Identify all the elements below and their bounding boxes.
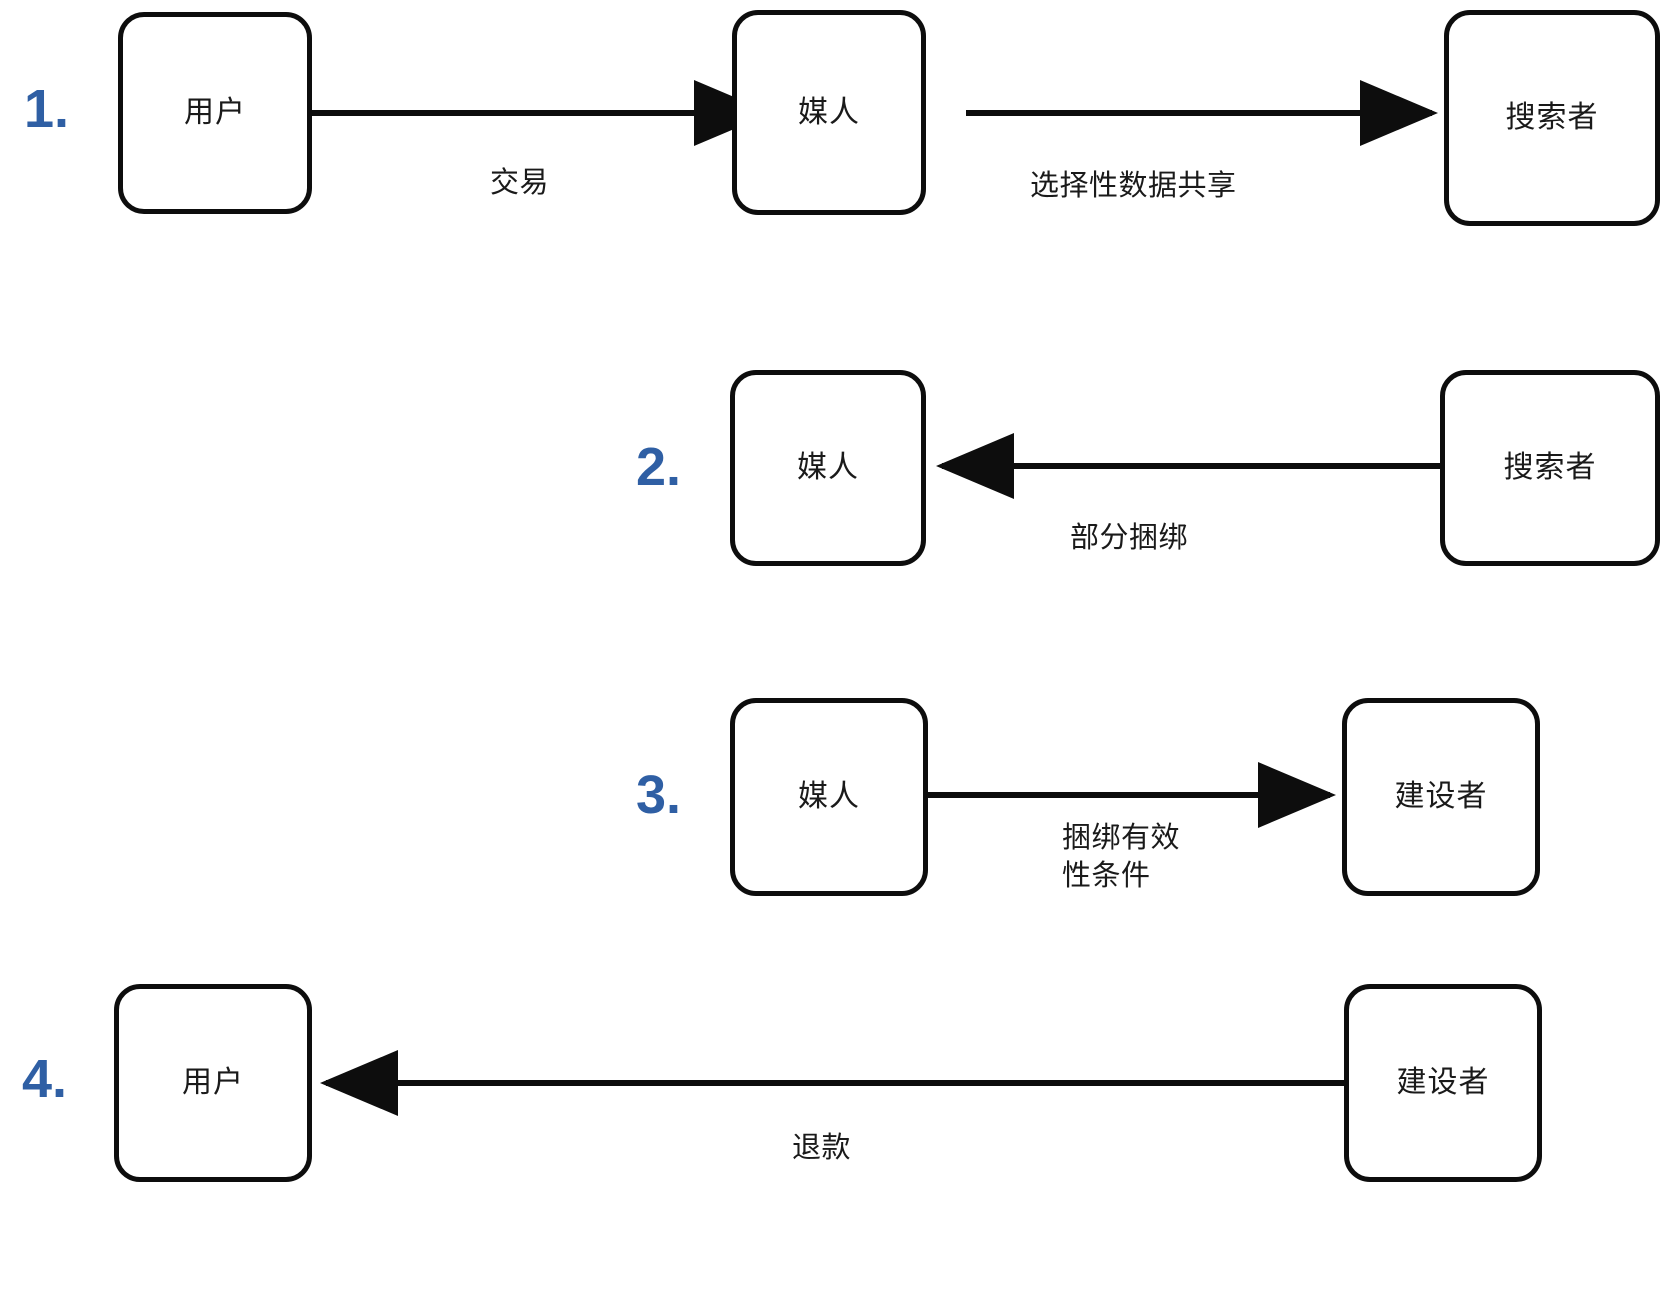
edge-label-r3-e1: 捆绑有效性条件 bbox=[1062, 822, 1181, 892]
node-r1-user[interactable]: 用户 bbox=[118, 12, 312, 214]
step-number-4: 4. bbox=[22, 1049, 68, 1109]
node-label: 媒人 bbox=[797, 451, 859, 484]
node-label: 建设者 bbox=[1396, 1066, 1490, 1099]
node-label: 媒人 bbox=[798, 780, 860, 813]
node-r2-searcher[interactable]: 搜索者 bbox=[1440, 370, 1660, 566]
node-label: 用户 bbox=[182, 1066, 244, 1099]
node-label: 建设者 bbox=[1394, 780, 1488, 813]
step-number-1: 1. bbox=[24, 79, 70, 139]
node-label: 搜索者 bbox=[1505, 101, 1599, 134]
node-r3-builder[interactable]: 建设者 bbox=[1342, 698, 1540, 896]
step-number-2: 2. bbox=[636, 437, 682, 497]
node-r1-matchmaker[interactable]: 媒人 bbox=[732, 10, 926, 215]
node-label: 搜索者 bbox=[1503, 451, 1597, 484]
node-r4-user[interactable]: 用户 bbox=[114, 984, 312, 1182]
node-r3-matchmaker[interactable]: 媒人 bbox=[730, 698, 928, 896]
node-label: 媒人 bbox=[798, 95, 860, 129]
edge-label-r1-e2: 选择性数据共享 bbox=[1030, 170, 1237, 202]
edge-label-r1-e1: 交易 bbox=[490, 167, 550, 199]
node-r2-matchmaker[interactable]: 媒人 bbox=[730, 370, 926, 566]
node-r1-searcher[interactable]: 搜索者 bbox=[1444, 10, 1660, 226]
node-label: 用户 bbox=[184, 96, 246, 129]
step-number-3: 3. bbox=[636, 765, 682, 825]
edge-label-r2-e1: 部分捆绑 bbox=[1070, 522, 1189, 554]
node-r4-builder[interactable]: 建设者 bbox=[1344, 984, 1542, 1182]
edge-label-r4-e1: 退款 bbox=[792, 1132, 852, 1164]
